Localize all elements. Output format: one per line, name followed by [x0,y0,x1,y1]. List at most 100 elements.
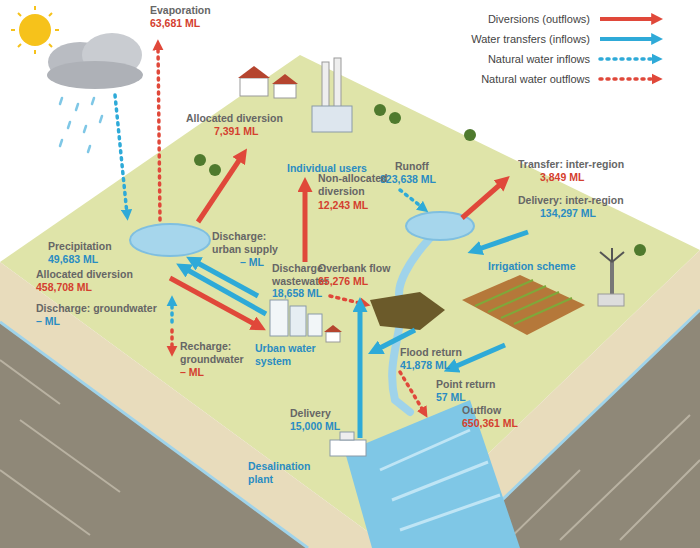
flow-label: Discharge: urban supply [212,230,282,256]
feature-label: Desalination plant [248,460,326,486]
flow-arrows [198,156,242,222]
flow-label: Runoff [395,160,429,173]
flow-arrows [476,232,528,250]
flow-label: Recharge: groundwater [180,340,252,366]
buildings [240,78,268,96]
flow-label: Precipitation [48,240,112,253]
flow-value: 15,000 ML [290,420,340,433]
land-block [0,310,700,548]
flow-value: 823,638 ML [380,173,436,186]
flow-value: – ML [180,366,204,379]
irrigation-field [598,294,624,306]
flow-label: Allocated diversion [186,112,283,125]
legend-text: Natural water inflows [488,52,590,66]
land-block [0,55,700,548]
flow-label: Delivery [290,407,331,420]
land-block [0,55,700,548]
buildings [326,332,340,342]
legend-samples [600,17,656,21]
land-block [0,262,390,548]
flow-label: Delivery: inter-region [518,194,624,207]
irrigation-field [462,275,585,335]
land-block [0,360,700,548]
flow-label: Allocated diversion [36,268,133,281]
flow-arrows [400,190,423,208]
flow-value: 18,658 ML [272,287,322,300]
river-and-lakes [370,292,445,330]
flow-arrows [115,46,528,438]
river-and-lakes [130,212,474,412]
flow-value: 63,681 ML [150,17,200,30]
flow-value: – ML [36,315,60,328]
feature-label: Irrigation scheme [488,260,576,273]
buildings [389,112,401,124]
flow-label: Non-allocated diversion [318,172,408,198]
sky [60,98,102,152]
flow-label: Outflow [462,404,501,417]
buildings [272,74,298,84]
feature-label: Urban water system [255,342,327,368]
flow-value: 41,878 ML [400,359,450,372]
flow-arrows [158,46,160,220]
buildings [322,62,329,108]
flow-value: 7,391 ML [214,125,258,138]
buildings [209,164,221,176]
flow-value: 12,243 ML [318,199,368,212]
flow-label: Flood return [400,346,462,359]
sky [47,61,143,89]
flow-value: 3,849 ML [540,171,584,184]
legend-samples [600,77,656,81]
buildings [308,314,322,336]
river-and-lakes [130,224,210,256]
flow-value: 57 ML [436,391,466,404]
buildings [238,66,270,78]
buildings [312,106,352,132]
buildings [290,306,306,336]
flow-label: Evaporation [150,4,211,17]
flow-arrows [358,306,363,438]
flow-arrows [170,330,174,350]
legend-samples [600,19,656,79]
flow-value: – ML [240,256,264,269]
flow-value: 458,708 ML [36,281,92,294]
buildings [340,432,354,440]
canyon-water [380,430,500,530]
flow-arrows [400,372,424,412]
flow-value: 134,297 ML [540,207,596,220]
buildings [464,129,476,141]
flow-arrows [330,296,364,304]
legend-text: Water transfers (inflows) [471,32,590,46]
flow-value: 49,683 ML [48,253,98,266]
sky [11,6,59,54]
irrigation-field [475,280,572,324]
flow-arrows [115,95,127,214]
canyon-water [345,400,520,548]
buildings [324,325,342,332]
legend-text: Natural water outflows [481,72,590,86]
legend-text: Diversions (outflows) [488,12,590,26]
buildings [330,440,366,456]
flow-arrows [303,186,308,262]
flow-label: Transfer: inter-region [518,158,624,171]
buildings [270,300,288,336]
buildings [334,58,341,108]
buildings [374,104,386,116]
sky [19,14,51,46]
flow-label: Point return [436,378,496,391]
flow-label: Discharge: groundwater [36,302,157,315]
irrigation-field [600,248,624,262]
flow-value: 65,276 ML [318,275,368,288]
irrigation-field [462,248,624,335]
buildings [194,154,206,166]
flow-arrows [462,182,503,218]
flow-label: Overbank flow [318,262,390,275]
legend-samples [600,57,656,61]
buildings [634,244,646,256]
buildings [274,84,296,98]
sky [11,6,143,152]
canyon-water [345,400,520,548]
flow-value: 650,361 ML [462,417,518,430]
legend-samples [600,37,656,41]
flow-arrows [170,302,174,322]
